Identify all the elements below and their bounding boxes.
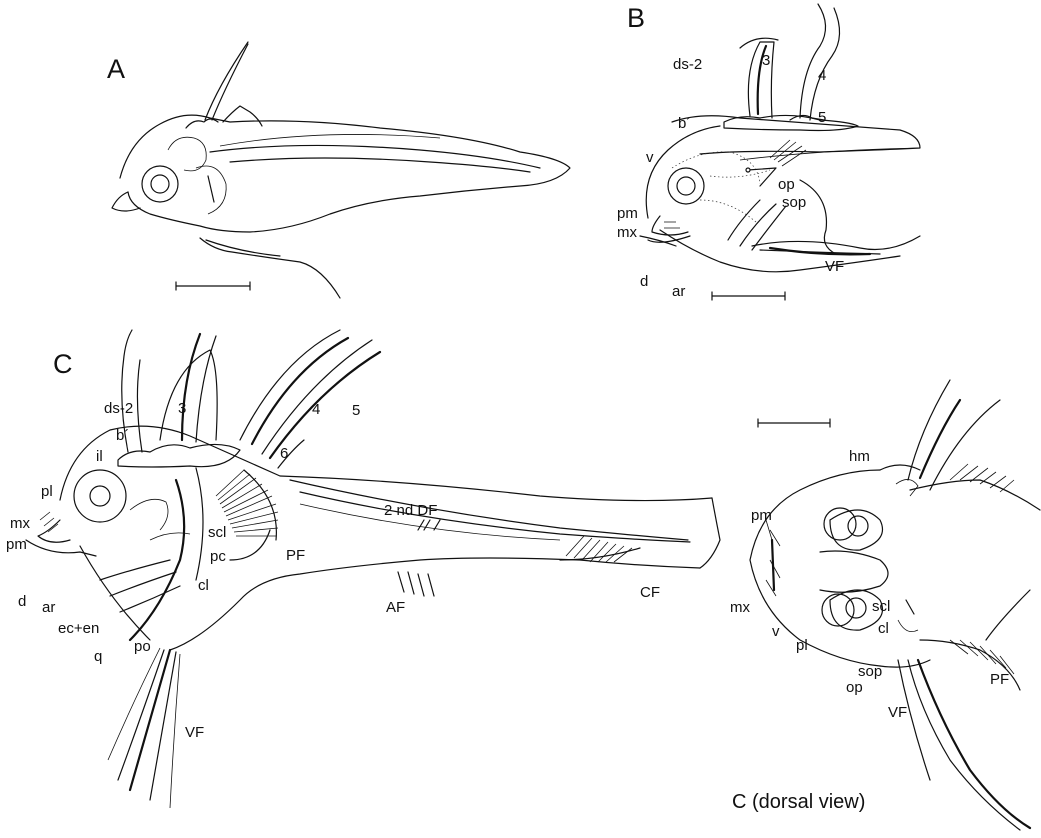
- panel-c-dorsal-label-v: v: [772, 623, 780, 640]
- panel-b-label-bprime: b´: [678, 115, 691, 132]
- panel-b-label-ar: ar: [672, 283, 685, 300]
- panel-b-letter: B: [627, 3, 645, 33]
- panel-b-label-sop: sop: [782, 194, 806, 211]
- panel-b-label-mx: mx: [617, 224, 637, 241]
- panel-c-dorsal: hm pm mx v pl scl cl sop op PF VF C (dor…: [730, 380, 1040, 830]
- panel-c-label-po: po: [134, 638, 151, 655]
- panel-c-label-bprime: b´: [116, 427, 129, 444]
- panel-b-label-op: op: [778, 176, 795, 193]
- panel-b-label-4: 4: [818, 67, 826, 84]
- panel-a-letter: A: [107, 54, 125, 84]
- panel-c-dorsal-caption: C (dorsal view): [732, 791, 865, 813]
- panel-c-label-vf: VF: [185, 724, 204, 741]
- panel-c-label-pc: pc: [210, 548, 226, 565]
- panel-c-label-af: AF: [386, 599, 405, 616]
- panel-c-label-scl: scl: [208, 524, 226, 541]
- panel-c-label-2nd-df: 2 nd DF: [384, 502, 437, 519]
- panel-c-dorsal-label-op: op: [846, 679, 863, 696]
- panel-c-label-mx: mx: [10, 515, 30, 532]
- panel-b-label-pm: pm: [617, 205, 638, 222]
- panel-c-dorsal-label-vf: VF: [888, 704, 907, 721]
- panel-c-label-4: 4: [312, 401, 320, 418]
- panel-c-label-d: d: [18, 593, 26, 610]
- panel-c-label-ar: ar: [42, 599, 55, 616]
- panel-c-dorsal-label-pl: pl: [796, 637, 808, 654]
- panel-c-dorsal-label-cl: cl: [878, 620, 889, 637]
- panel-b-label-ds2: ds-2: [673, 56, 702, 73]
- panel-c: C: [6, 330, 720, 808]
- panel-c-label-cf: CF: [640, 584, 660, 601]
- panel-b-label-3: 3: [762, 52, 770, 69]
- panel-c-label-pm: pm: [6, 536, 27, 553]
- panel-a-larva-drawing: [112, 42, 570, 298]
- panel-c-dorsal-larva-drawing: [750, 380, 1040, 830]
- panel-c-label-il: il: [96, 448, 103, 465]
- panel-c-dorsal-label-pf: PF: [990, 671, 1009, 688]
- panel-c-label-cl: cl: [198, 577, 209, 594]
- panel-b-label-5: 5: [818, 109, 826, 126]
- panel-c-letter: C: [53, 349, 73, 379]
- panel-c-label-5: 5: [352, 402, 360, 419]
- panel-c-label-pl: pl: [41, 483, 53, 500]
- panel-b: B: [617, 3, 920, 300]
- panel-b-larva-drawing: [640, 4, 920, 272]
- panel-c-dorsal-label-sop: sop: [858, 663, 882, 680]
- panel-c-label-q: q: [94, 648, 102, 665]
- panel-c-dorsal-label-scl: scl: [872, 598, 890, 615]
- panel-c-label-ecen: ec+en: [58, 620, 99, 637]
- panel-c-dorsal-label-hm: hm: [849, 448, 870, 465]
- panel-c-dorsal-label-mx: mx: [730, 599, 750, 616]
- panel-c-label-6: 6: [280, 445, 288, 462]
- panel-c-label-ds2: ds-2: [104, 400, 133, 417]
- panel-c-label-pf: PF: [286, 547, 305, 564]
- panel-c-dorsal-label-pm: pm: [751, 507, 772, 524]
- panel-b-label-d: d: [640, 273, 648, 290]
- panel-c-label-3: 3: [178, 400, 186, 417]
- panel-b-label-v: v: [646, 149, 654, 166]
- panel-b-label-vf: VF: [825, 258, 844, 275]
- panel-a: A: [107, 42, 570, 298]
